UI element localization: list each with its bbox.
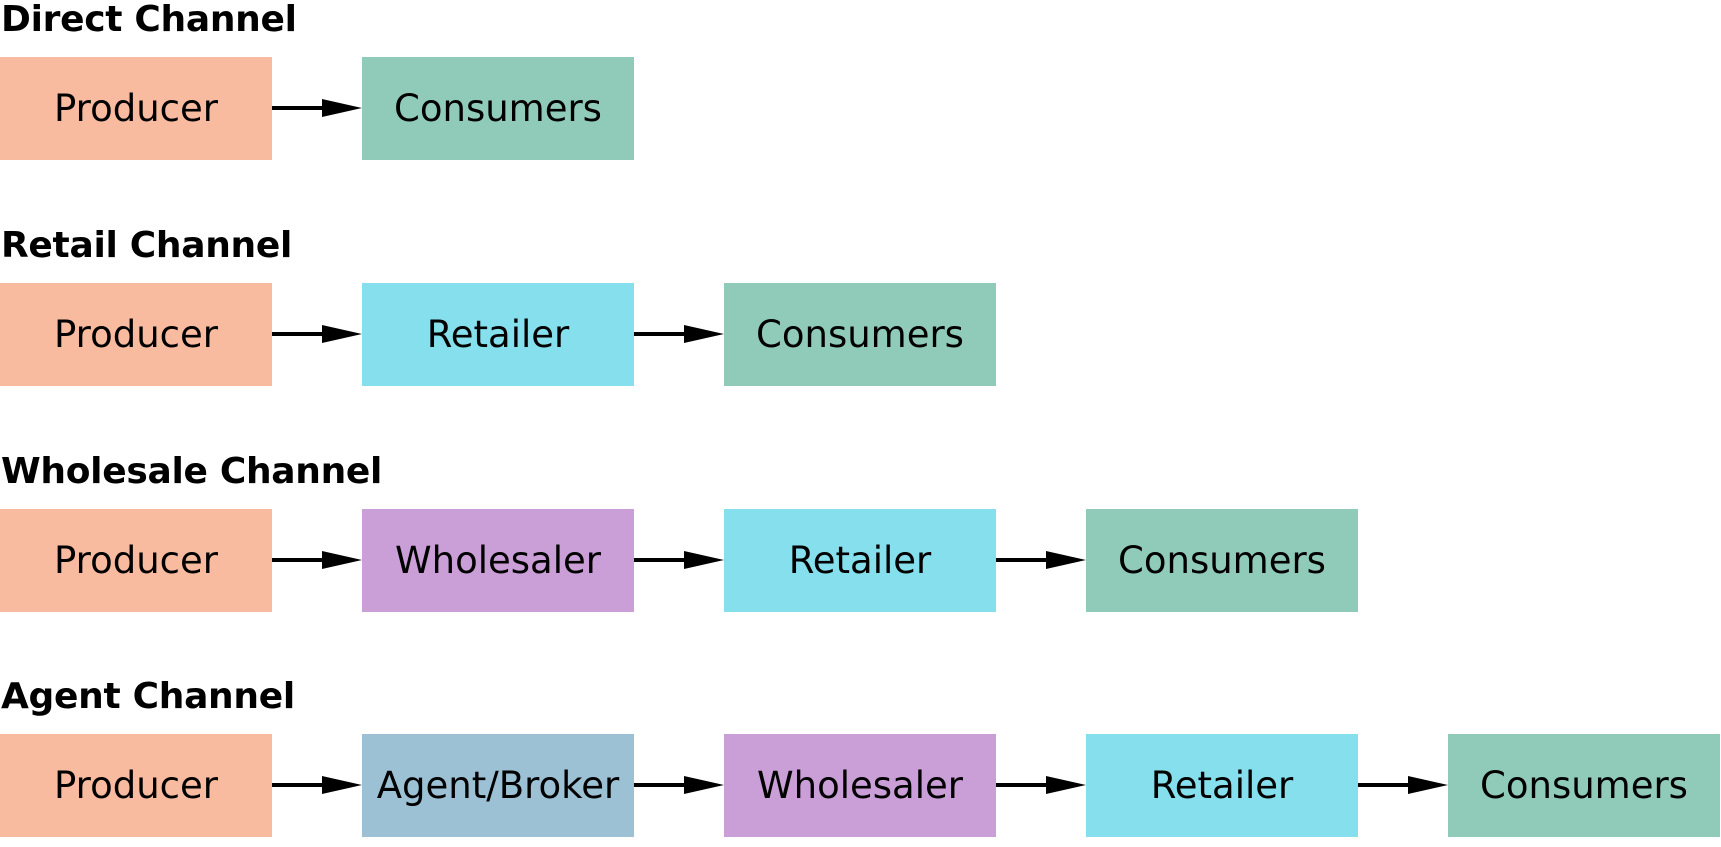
wholesaler-box: Wholesaler [724, 734, 996, 837]
arrow-icon [634, 325, 724, 343]
arrow-icon [996, 776, 1086, 794]
arrow-icon [272, 551, 362, 569]
consumers-box: Consumers [724, 283, 996, 386]
channel-flow: Producer Consumers [0, 57, 1721, 160]
channel-title: Agent Channel [1, 676, 295, 717]
retail-channel: Retail Channel Producer Retailer Consume… [0, 226, 1721, 396]
wholesaler-box: Wholesaler [362, 509, 634, 612]
arrow-icon [634, 551, 724, 569]
consumers-box: Consumers [362, 57, 634, 160]
arrow-icon [272, 99, 362, 117]
consumers-box: Consumers [1086, 509, 1358, 612]
channel-title: Retail Channel [1, 225, 293, 266]
producer-box: Producer [0, 734, 272, 837]
producer-box: Producer [0, 509, 272, 612]
direct-channel: Direct Channel Producer Consumers [0, 0, 1721, 170]
retailer-box: Retailer [724, 509, 996, 612]
consumers-box: Consumers [1448, 734, 1720, 837]
channel-flow: Producer Retailer Consumers [0, 283, 1721, 386]
agent-broker-box: Agent/Broker [362, 734, 634, 837]
arrow-icon [272, 325, 362, 343]
retailer-box: Retailer [362, 283, 634, 386]
retailer-box: Retailer [1086, 734, 1358, 837]
producer-box: Producer [0, 283, 272, 386]
channel-flow: Producer Wholesaler Retailer Consumers [0, 509, 1721, 612]
channel-title: Direct Channel [1, 0, 297, 40]
agent-channel: Agent Channel Producer Agent/Broker Whol… [0, 677, 1721, 847]
arrow-icon [272, 776, 362, 794]
channel-title: Wholesale Channel [1, 451, 383, 492]
arrow-icon [634, 776, 724, 794]
wholesale-channel: Wholesale Channel Producer Wholesaler Re… [0, 452, 1721, 622]
producer-box: Producer [0, 57, 272, 160]
arrow-icon [996, 551, 1086, 569]
channel-flow: Producer Agent/Broker Wholesaler Retaile… [0, 734, 1721, 837]
arrow-icon [1358, 776, 1448, 794]
